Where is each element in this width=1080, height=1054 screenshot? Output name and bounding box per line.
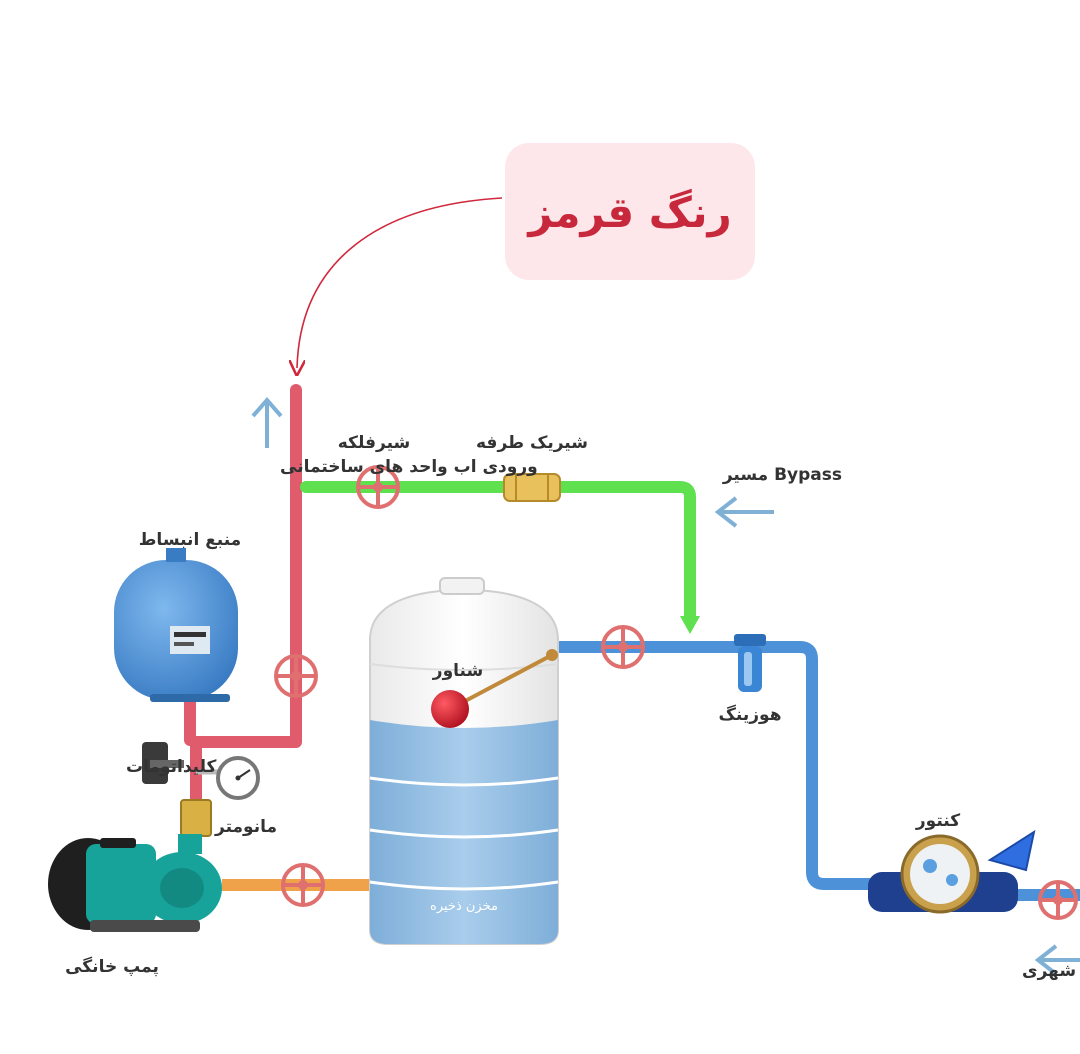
gate-valve-icon: [601, 625, 645, 669]
storage-tank-icon: [369, 577, 559, 945]
callout-box: رنگ قرمز: [505, 143, 755, 280]
label-manometer: مانومتر: [214, 817, 277, 837]
label-storage-tank: مخزن ذخیره: [430, 899, 498, 914]
gate-valve-icon: [356, 465, 400, 509]
blue-pipe: [554, 641, 901, 890]
float-arm: [451, 653, 553, 710]
label-expansion-tank: منبع انبساط: [139, 530, 241, 550]
label-pump: پمپ خانگی: [65, 956, 159, 977]
pressure-gauge-icon: [196, 756, 260, 800]
label-city-inlet: ورودی اب شهری: [1022, 961, 1080, 981]
label-housing: هوزینگ: [719, 704, 782, 725]
gate-valve-icon: [274, 654, 318, 698]
label-gate-valve: شیرفلکه: [338, 433, 411, 453]
label-auto-switch: کلیداتومات: [126, 757, 217, 777]
gate-valve-icon: [281, 863, 325, 907]
gate-valve-icon: [1038, 880, 1078, 920]
left-arrow-icon: [1034, 944, 1080, 976]
label-building-inlet: ورودی اب واحد های ساختمانی: [280, 457, 538, 477]
label-float: شناور: [432, 661, 483, 681]
label-bypass: مسیر Bypass: [722, 465, 842, 485]
float-ball: [431, 690, 469, 728]
expansion-tank-icon: [114, 548, 238, 702]
pump-icon: [48, 834, 222, 932]
callout-text: رنگ قرمز: [526, 188, 731, 238]
filter-housing-icon: [734, 634, 766, 692]
green-bypass-pipe: [300, 481, 696, 621]
left-arrow-icon: [714, 496, 774, 528]
green-arrow-head: [680, 616, 700, 634]
check-valve-icon: [503, 473, 561, 502]
up-arrow-icon: [251, 396, 283, 448]
curved-arrow-icon: [297, 197, 503, 368]
brass-fitting: [180, 799, 212, 837]
label-meter: کنتور: [915, 811, 960, 831]
auto-switch-icon: [142, 742, 184, 784]
label-check-valve: شیریک طرفه: [476, 433, 588, 453]
water-meter-icon: [868, 829, 1036, 914]
